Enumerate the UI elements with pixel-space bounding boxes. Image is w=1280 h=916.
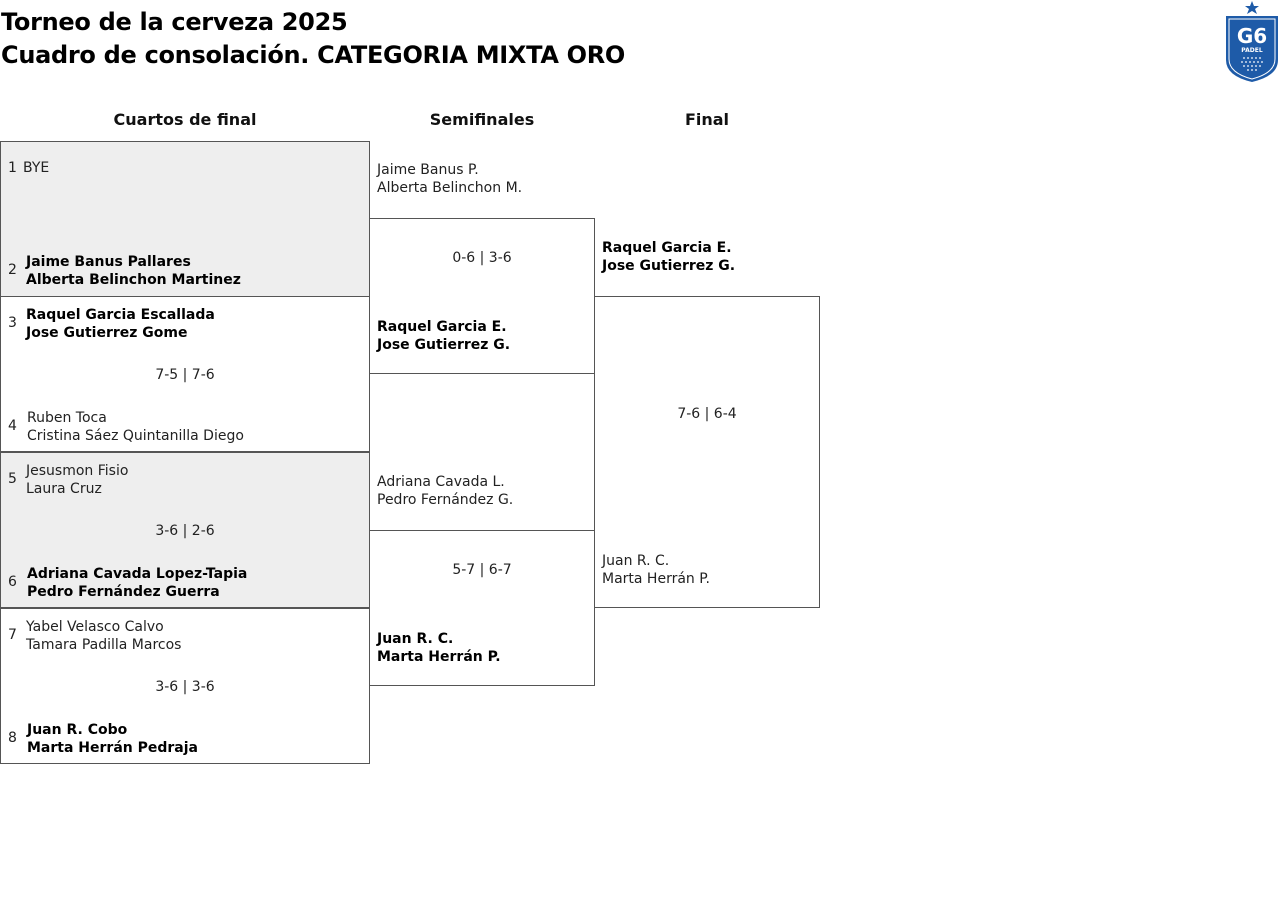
player-name: Alberta Belinchon M. xyxy=(377,180,523,196)
player-name: Adriana Cavada L. xyxy=(377,474,505,490)
seed-number: 8 xyxy=(8,730,17,746)
player-name: Juan R. C. xyxy=(602,553,670,569)
player-name: Raquel Garcia E. xyxy=(377,319,507,335)
team-bottom-winner: Jaime Banus Pallares Alberta Belinchon M… xyxy=(26,253,241,289)
final-match: 7-6 | 6-4 Juan R. C. Marta Herrán P. xyxy=(594,296,820,608)
match-score: 7-6 | 6-4 xyxy=(677,406,737,422)
player-name: Marta Herrán Pedraja xyxy=(27,740,198,756)
player-name: Ruben Toca xyxy=(27,410,107,426)
seed-number: 2 xyxy=(8,262,17,278)
team-top: Jesusmon Fisio Laura Cruz xyxy=(26,462,128,498)
quarterfinal-match-2: 3 Raquel Garcia Escallada Jose Gutierrez… xyxy=(0,296,370,452)
semifinal-2-team-top: Adriana Cavada L. Pedro Fernández G. xyxy=(377,473,513,509)
quarterfinal-match-4: 7 Yabel Velasco Calvo Tamara Padilla Mar… xyxy=(0,608,370,764)
page-title: Torneo de la cerveza 2025 xyxy=(1,8,348,36)
player-name: Raquel Garcia Escallada xyxy=(26,307,215,323)
round-header-quarterfinals: Cuartos de final xyxy=(113,110,257,129)
seed-number: 6 xyxy=(8,574,17,590)
player-name: Juan R. Cobo xyxy=(27,722,128,738)
player-name: Marta Herrán P. xyxy=(377,649,501,665)
team-bottom-winner: Adriana Cavada Lopez-Tapia Pedro Fernánd… xyxy=(27,565,247,601)
player-name: Jose Gutierrez G. xyxy=(602,258,736,274)
svg-text:G6: G6 xyxy=(1237,24,1267,48)
player-name: Laura Cruz xyxy=(26,481,102,497)
team-bottom-winner: Juan R. Cobo Marta Herrán Pedraja xyxy=(27,721,198,757)
seed-number: 5 xyxy=(8,471,17,487)
player-name: Raquel Garcia E. xyxy=(602,240,732,256)
quarterfinal-match-3: 5 Jesusmon Fisio Laura Cruz 3-6 | 2-6 6 … xyxy=(0,452,370,608)
match-score: 3-6 | 3-6 xyxy=(155,679,215,695)
player-name: Cristina Sáez Quintanilla Diego xyxy=(27,428,244,444)
round-header-semifinals: Semifinales xyxy=(429,110,535,129)
seed-number: 3 xyxy=(8,315,17,331)
team-top-winner: Raquel Garcia Escallada Jose Gutierrez G… xyxy=(26,306,215,342)
final-team-bottom: Juan R. C. Marta Herrán P. xyxy=(602,552,710,588)
round-header-final: Final xyxy=(684,110,730,129)
player-name: Marta Herrán P. xyxy=(602,571,710,587)
match-score: 3-6 | 2-6 xyxy=(155,523,215,539)
match-score: 0-6 | 3-6 xyxy=(452,250,512,266)
team-top: BYE xyxy=(23,159,49,177)
svg-text:PADEL: PADEL xyxy=(1241,47,1263,54)
match-score: 5-7 | 6-7 xyxy=(452,562,512,578)
seed-number: 4 xyxy=(8,418,17,434)
team-bottom: Ruben Toca Cristina Sáez Quintanilla Die… xyxy=(27,409,244,445)
match-score: 7-5 | 7-6 xyxy=(155,367,215,383)
team-top: Yabel Velasco Calvo Tamara Padilla Marco… xyxy=(26,618,181,654)
player-name: Juan R. C. xyxy=(377,631,454,647)
page-header: Torneo de la cerveza 2025 Cuadro de cons… xyxy=(1,6,625,72)
seed-number: 7 xyxy=(8,627,17,643)
player-name: Jaime Banus P. xyxy=(377,162,479,178)
player-name: Adriana Cavada Lopez-Tapia xyxy=(27,566,248,582)
player-name: Tamara Padilla Marcos xyxy=(26,637,182,653)
quarterfinal-match-1: 1 BYE 2 Jaime Banus Pallares Alberta Bel… xyxy=(0,141,370,297)
semifinal-match-2: 5-7 | 6-7 Juan R. C. Marta Herrán P. xyxy=(369,530,595,686)
semifinal-1-team-bottom-winner: Raquel Garcia E. Jose Gutierrez G. xyxy=(377,318,510,354)
shield-logo-icon: G6 PADEL xyxy=(1226,1,1278,82)
player-name: BYE xyxy=(23,160,50,176)
player-name: Jose Gutierrez G. xyxy=(377,337,511,353)
player-name: Jaime Banus Pallares xyxy=(26,254,191,270)
page-subtitle: Cuadro de consolación. CATEGORIA MIXTA O… xyxy=(1,41,626,69)
seed-number: 1 xyxy=(8,160,17,176)
final-team-top-winner: Raquel Garcia E. Jose Gutierrez G. xyxy=(602,239,735,275)
semifinal-2-team-bottom-winner: Juan R. C. Marta Herrán P. xyxy=(377,630,501,666)
semifinal-1-team-top: Jaime Banus P. Alberta Belinchon M. xyxy=(377,161,522,197)
player-name: Alberta Belinchon Martinez xyxy=(26,272,241,288)
g6-padel-logo: G6 PADEL xyxy=(1222,0,1280,84)
player-name: Yabel Velasco Calvo xyxy=(26,619,164,635)
player-name: Pedro Fernández Guerra xyxy=(27,584,220,600)
player-name: Jesusmon Fisio xyxy=(26,463,129,479)
player-name: Pedro Fernández G. xyxy=(377,492,514,508)
semifinal-match-1: 0-6 | 3-6 Raquel Garcia E. Jose Gutierre… xyxy=(369,218,595,374)
player-name: Jose Gutierrez Gome xyxy=(26,325,188,341)
